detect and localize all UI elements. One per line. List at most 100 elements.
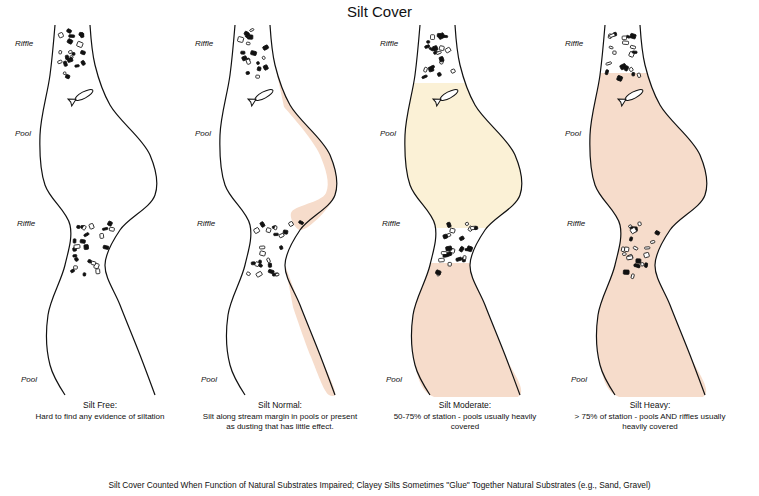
rock xyxy=(73,239,76,243)
rock xyxy=(629,67,634,72)
rock xyxy=(436,51,441,55)
title: Silt Cover xyxy=(0,3,759,21)
rock xyxy=(630,227,637,234)
panel-heading: Silt Heavy: xyxy=(565,400,735,410)
rock xyxy=(437,72,441,76)
rock xyxy=(257,67,261,71)
rock xyxy=(250,28,255,32)
fish-body xyxy=(439,87,460,102)
fish-tail xyxy=(618,96,628,106)
silt-fill xyxy=(590,73,707,397)
rock xyxy=(459,246,464,252)
panel-description: > 75% of station - pools AND riffles usu… xyxy=(570,412,730,431)
rock xyxy=(298,220,303,225)
rock xyxy=(73,255,77,258)
rock xyxy=(279,246,283,250)
rock xyxy=(65,74,70,79)
rock xyxy=(80,32,84,37)
rock xyxy=(262,45,269,51)
right-bank xyxy=(90,25,157,395)
rock xyxy=(423,67,427,72)
stream-panel xyxy=(590,25,707,403)
rock xyxy=(253,227,260,234)
stream-panel xyxy=(40,25,157,395)
rock xyxy=(638,222,642,226)
fish xyxy=(433,87,460,106)
rock xyxy=(435,270,441,276)
rock xyxy=(250,50,256,55)
rock xyxy=(275,273,279,276)
rock xyxy=(67,38,73,44)
fish-body xyxy=(254,87,275,102)
rock xyxy=(443,234,448,239)
rock xyxy=(82,225,87,230)
rock xyxy=(428,66,434,72)
stream-section-label: Pool xyxy=(385,375,403,385)
rock xyxy=(80,239,85,243)
stream-section-label: Riffle xyxy=(379,39,399,49)
rock xyxy=(59,50,62,54)
fish xyxy=(248,87,275,106)
rock xyxy=(609,33,615,37)
rock xyxy=(634,264,640,267)
rock xyxy=(107,221,113,227)
rock xyxy=(636,259,641,263)
rock xyxy=(622,252,626,255)
rock xyxy=(655,230,660,235)
rock xyxy=(266,228,271,233)
right-bank xyxy=(640,25,707,395)
fish-body xyxy=(624,87,645,102)
fish-tail xyxy=(433,96,443,106)
rock xyxy=(439,258,445,262)
rock xyxy=(632,51,637,54)
stream-panel xyxy=(220,25,337,396)
rock xyxy=(260,221,266,227)
rock xyxy=(443,254,447,257)
rock xyxy=(456,257,462,262)
rock xyxy=(443,35,448,38)
rock xyxy=(644,252,650,258)
rock xyxy=(66,28,72,33)
panel-description: 50-75% of station - pools usually heavil… xyxy=(385,412,545,431)
silt-fill xyxy=(405,83,522,228)
rock xyxy=(81,60,86,66)
rock xyxy=(246,71,250,74)
rock xyxy=(274,226,277,230)
stream-section-label: Riffle xyxy=(14,39,34,49)
rock xyxy=(69,35,75,38)
stream-section-label: Pool xyxy=(564,129,582,139)
stream-panel xyxy=(405,25,522,403)
rock xyxy=(616,75,622,81)
rock xyxy=(259,251,265,256)
rock xyxy=(57,60,62,64)
rock xyxy=(427,41,430,44)
rock xyxy=(246,42,250,45)
rock xyxy=(637,73,641,78)
rock xyxy=(450,228,456,233)
rock xyxy=(91,261,96,265)
rock xyxy=(650,240,655,243)
rock xyxy=(463,256,466,260)
rock xyxy=(439,56,444,62)
fish xyxy=(618,87,645,106)
rock xyxy=(83,273,86,277)
panel-heading: Silt Normal: xyxy=(195,400,365,410)
rock xyxy=(645,247,650,249)
rock xyxy=(446,246,453,251)
rock xyxy=(630,45,636,49)
rock xyxy=(246,34,250,38)
rock xyxy=(447,222,452,228)
rock xyxy=(75,65,80,68)
left-bank xyxy=(405,25,436,395)
rock xyxy=(606,62,612,66)
rock xyxy=(237,36,244,42)
rock xyxy=(624,247,629,252)
stream-section-label: Pool xyxy=(379,129,397,139)
stream-section-label: Riffle xyxy=(564,39,584,49)
rock xyxy=(274,233,279,236)
rock xyxy=(474,226,478,230)
rock xyxy=(459,236,464,241)
fish-body xyxy=(74,87,95,102)
rock xyxy=(103,245,109,249)
panel-heading: Silt Free: xyxy=(15,400,185,410)
